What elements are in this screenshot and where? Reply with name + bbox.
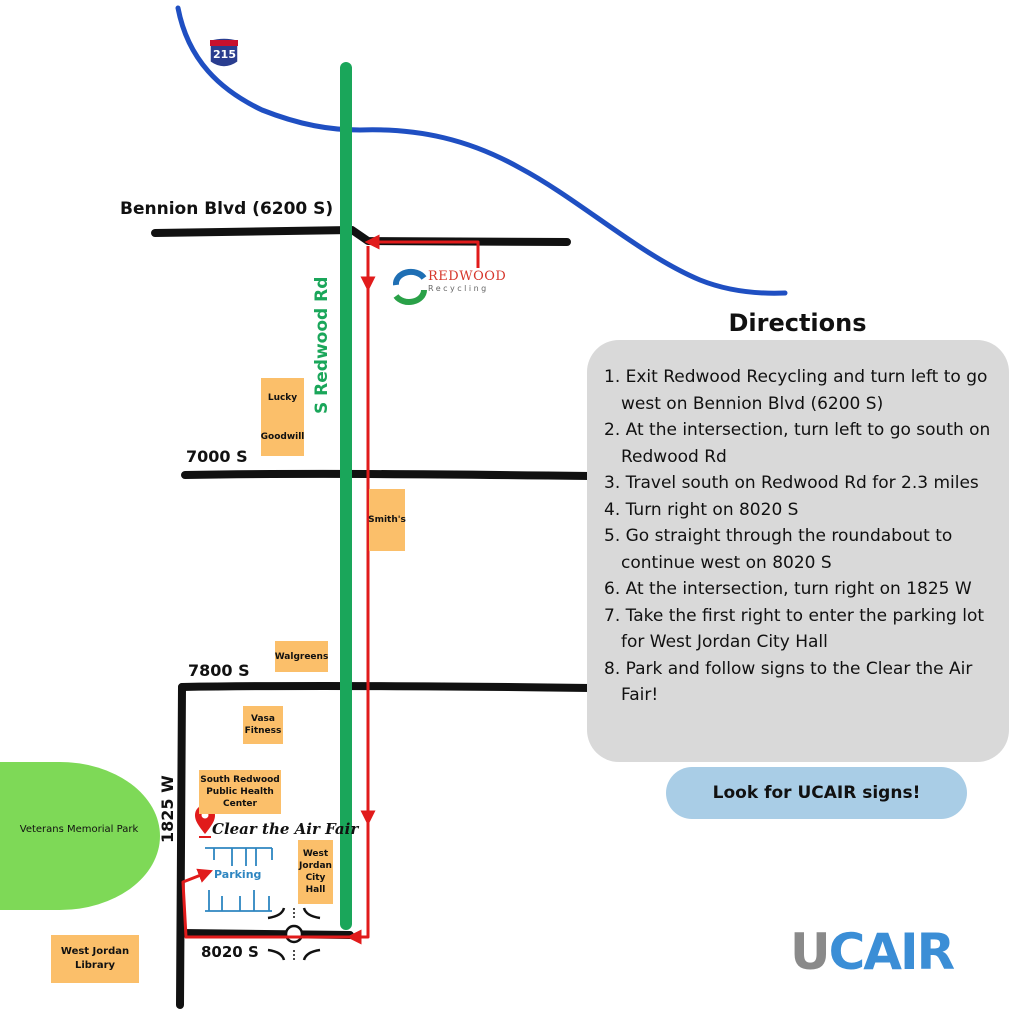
directions-list: 1. Exit Redwood Recycling and turn left … xyxy=(604,364,1004,709)
7800-s-label: 7800 S xyxy=(188,661,250,680)
redwood-recycling-logo: REDWOOD Recycling xyxy=(428,269,507,295)
1825-w-road xyxy=(176,683,186,1009)
ucair-logo-cair: CAIR xyxy=(828,923,955,981)
ucair-logo-u: U xyxy=(790,923,831,981)
fitness-label: Fitness xyxy=(244,726,282,736)
interstate-215-shield xyxy=(209,37,239,68)
8020-s-road xyxy=(178,929,354,939)
bennion-blvd-road xyxy=(151,226,571,246)
city-hall-line-1: West xyxy=(302,849,329,859)
directions-title: Directions xyxy=(728,309,867,337)
clear-the-air-fair-label: Clear the Air Fair xyxy=(212,820,359,838)
city-hall-line-4: Hall xyxy=(305,885,326,895)
smiths-box: Smith's xyxy=(368,489,406,551)
ucair-signs-note: Look for UCAIR signs! xyxy=(666,767,967,819)
smiths-label: Smith's xyxy=(368,515,406,525)
7000-s-label: 7000 S xyxy=(186,447,248,466)
vasa-fitness-box: Vasa Fitness xyxy=(243,706,283,744)
direction-step-5: 5. Go straight through the roundabout to… xyxy=(604,526,953,573)
direction-step-7: 7. Take the first right to enter the par… xyxy=(604,605,985,653)
health-center-line-3: Center xyxy=(223,799,257,809)
lucky-label: Lucky xyxy=(267,392,298,403)
1825-w-label: 1825 W xyxy=(158,775,177,843)
route-path xyxy=(181,234,480,945)
redwood-logo-subtitle: Recycling xyxy=(428,284,489,293)
lucky-goodwill-box: Lucky Goodwill xyxy=(261,378,304,456)
redwood-rd-label: S Redwood Rd xyxy=(312,276,332,414)
8020-s-label: 8020 S xyxy=(201,943,259,961)
health-center-line-1: South Redwood xyxy=(200,775,280,785)
walgreens-label: Walgreens xyxy=(274,651,329,662)
direction-step-3: 3. Travel south on Redwood Rd for 2.3 mi… xyxy=(604,473,979,493)
library-line-1: West Jordan xyxy=(60,946,130,957)
7800-s-road xyxy=(178,681,594,692)
direction-step-4: 4. Turn right on 8020 S xyxy=(604,499,799,520)
direction-step-2: 2. At the intersection, turn left to go … xyxy=(604,420,991,467)
redwood-logo-name: REDWOOD xyxy=(428,269,507,284)
veterans-memorial-park-area xyxy=(0,762,160,910)
interstate-215-road xyxy=(175,5,788,296)
walgreens-box: Walgreens xyxy=(275,641,328,672)
bennion-blvd-label: Bennion Blvd (6200 S) xyxy=(120,199,334,219)
parking-label: Parking xyxy=(214,868,262,881)
direction-step-6: 6. At the intersection, turn right on 18… xyxy=(604,579,972,599)
library-line-2: Library xyxy=(74,960,116,971)
7000-s-road xyxy=(181,469,594,480)
city-hall-line-2: Jordan xyxy=(299,861,332,871)
goodwill-label: Goodwill xyxy=(260,431,305,442)
health-center-box: South Redwood Public Health Center xyxy=(199,770,281,814)
veterans-memorial-park-label: Veterans Memorial Park xyxy=(19,824,139,835)
parking-lot-icon xyxy=(205,847,273,912)
ucair-logo: UCAIR xyxy=(790,922,955,982)
direction-step-8: 8. Park and follow signs to the Clear th… xyxy=(604,658,973,706)
directions-panel xyxy=(587,340,1009,762)
direction-step-1: 1. Exit Redwood Recycling and turn left … xyxy=(604,367,988,414)
interstate-215-label: 215 xyxy=(213,48,236,61)
street-network xyxy=(151,226,594,1009)
redwood-recycling-logo-icon xyxy=(392,268,427,305)
vasa-label: Vasa xyxy=(251,714,275,724)
health-center-line-2: Public Health xyxy=(206,787,274,797)
city-hall-line-3: City xyxy=(305,873,326,883)
library-box: West Jordan Library xyxy=(51,935,139,983)
city-hall-box: West Jordan City Hall xyxy=(298,840,333,904)
